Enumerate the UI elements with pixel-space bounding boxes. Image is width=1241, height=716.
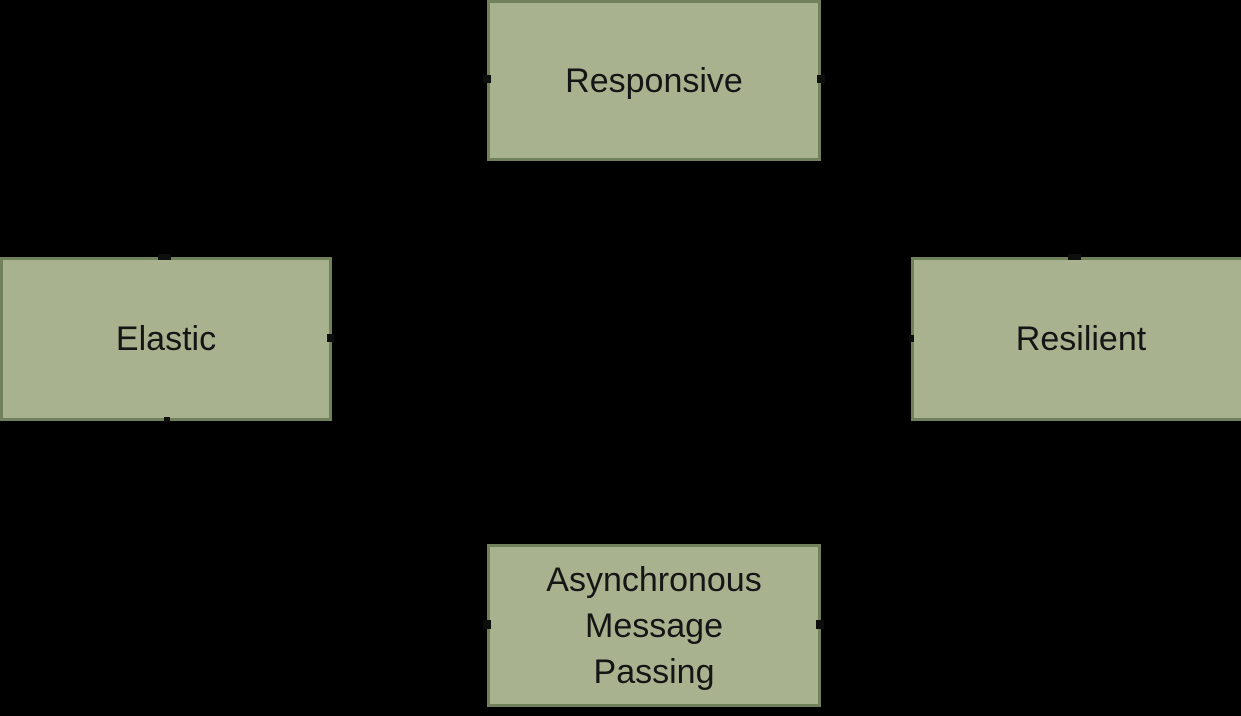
arrow-tip-mark	[483, 75, 491, 83]
node-elastic: Elastic	[0, 257, 332, 421]
node-async-label: Asynchronous Message Passing	[546, 557, 761, 695]
arrow-tip-mark	[164, 417, 170, 422]
node-async-label-line3: Passing	[593, 652, 715, 691]
arrow-tip-mark	[816, 620, 824, 629]
node-resilient: Resilient	[911, 257, 1241, 421]
arrow-tip-mark	[158, 254, 171, 260]
node-async-label-line1: Asynchronous	[546, 560, 762, 599]
node-elastic-label: Elastic	[115, 320, 217, 358]
arrow-tip-mark	[909, 335, 914, 342]
arrow-tip-mark	[327, 334, 334, 342]
arrow-tip-mark	[1068, 254, 1081, 260]
arrow-tip-mark	[483, 620, 491, 629]
node-async-label-line2: Message	[585, 606, 723, 645]
node-responsive: Responsive	[487, 0, 821, 161]
arrow-tip-mark	[817, 75, 825, 83]
node-asynchronous-message-passing: Asynchronous Message Passing	[487, 544, 821, 707]
node-responsive-label: Responsive	[565, 61, 743, 100]
node-resilient-label: Resilient	[1015, 320, 1147, 358]
